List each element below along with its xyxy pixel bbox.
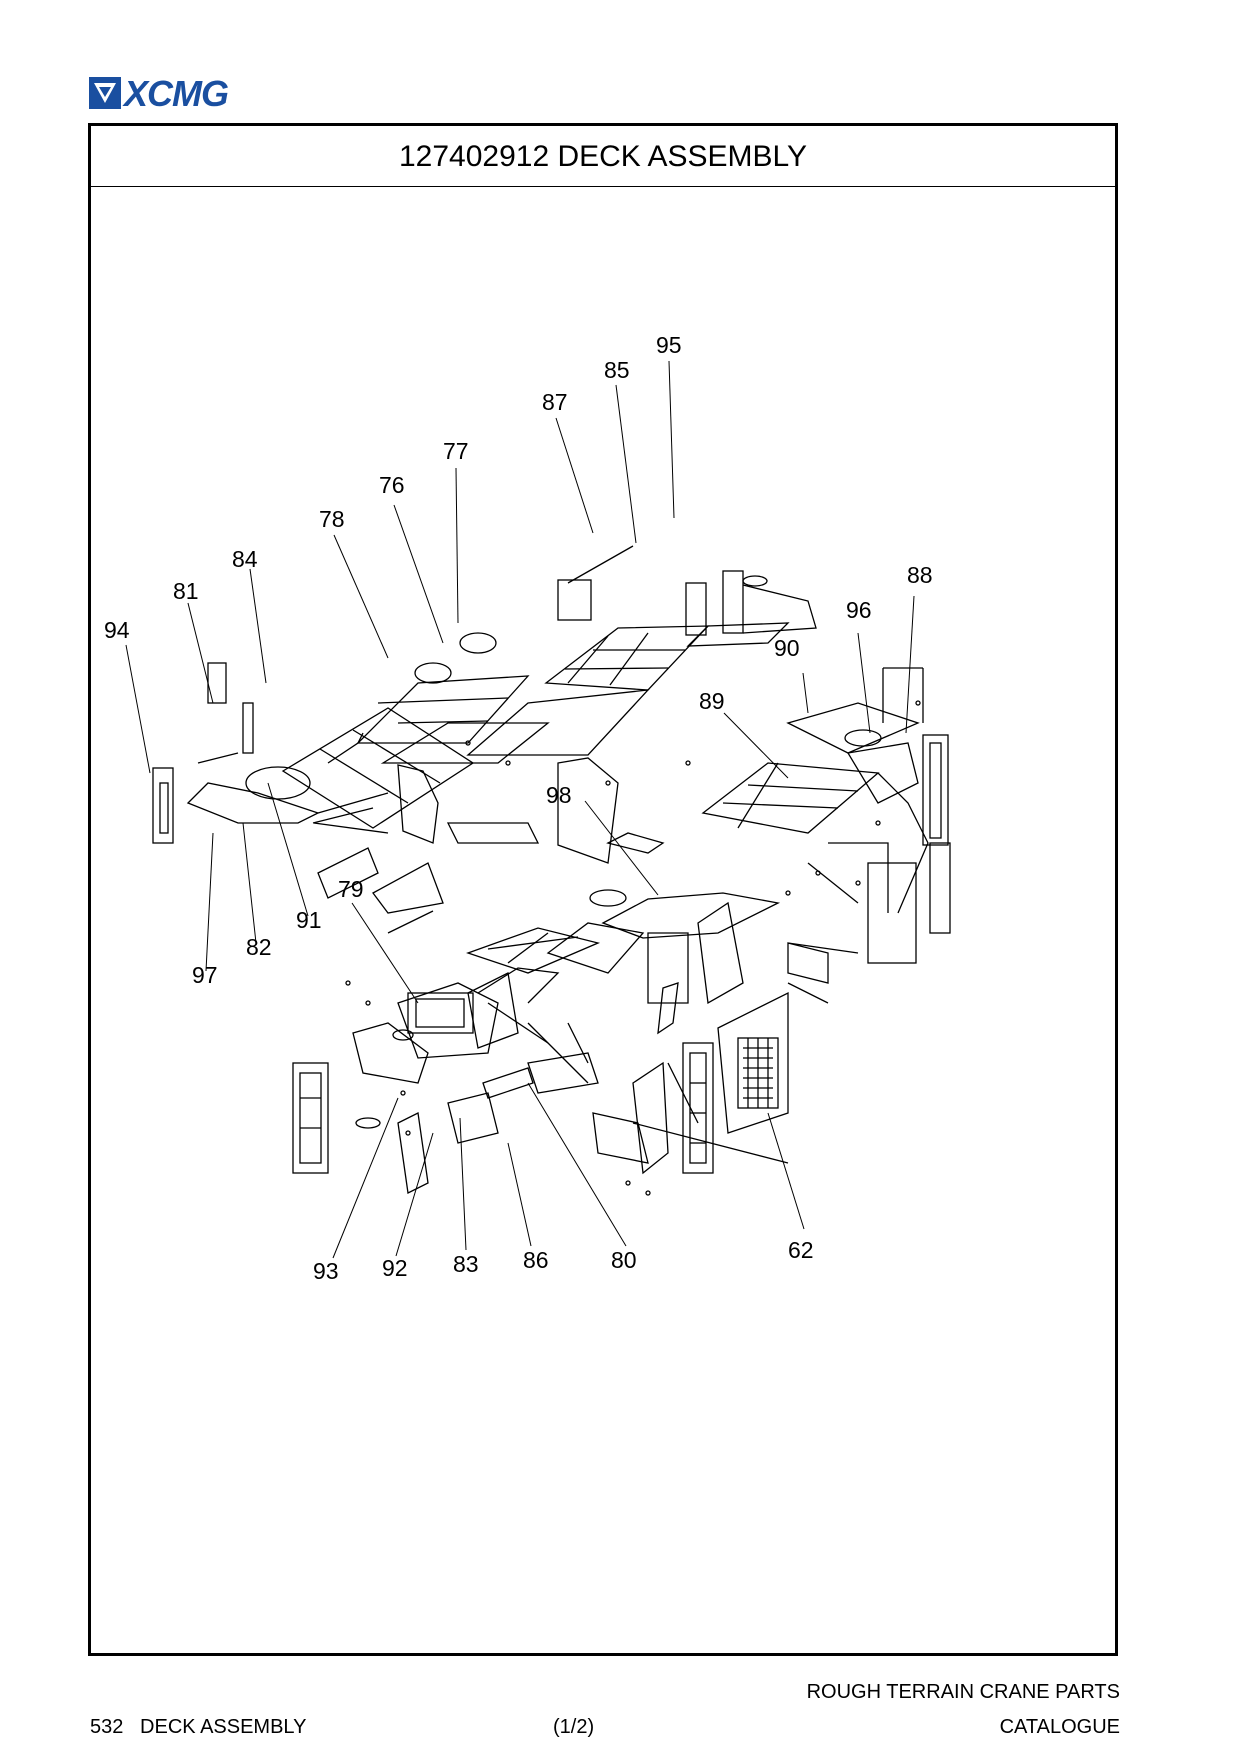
drawing-frame: 127402912 DECK ASSEMBLY xyxy=(88,123,1118,1656)
center-section-part xyxy=(317,822,859,1064)
callout-label: 82 xyxy=(246,934,272,960)
callout-label: 78 xyxy=(319,506,345,532)
callout-label: 86 xyxy=(523,1247,549,1273)
callout-label: 80 xyxy=(611,1247,637,1273)
exploded-parts-diagram: 95 85 87 77 76 78 84 81 94 88 96 90 89 9… xyxy=(104,332,951,1284)
callout-label: 93 xyxy=(313,1258,339,1284)
callout-label: 91 xyxy=(296,907,322,933)
callout-label: 88 xyxy=(907,562,933,588)
callout-label: 79 xyxy=(338,876,364,902)
logo-text: XCMG xyxy=(124,73,229,114)
callout-label: 76 xyxy=(379,472,405,498)
callout-label: 98 xyxy=(546,782,572,808)
callout-label: 81 xyxy=(173,578,199,604)
callout-label: 89 xyxy=(699,688,725,714)
callout-label: 90 xyxy=(774,635,800,661)
catalogue-title-line2: CATALOGUE xyxy=(999,1716,1120,1738)
callout-label: 96 xyxy=(846,597,872,623)
callout-label: 85 xyxy=(604,357,630,383)
left-front-deck-part xyxy=(152,632,550,844)
catalogue-title-line1: ROUGH TERRAIN CRANE PARTS xyxy=(806,1681,1120,1703)
callout-label: 94 xyxy=(104,617,130,643)
page-title: 127402912 DECK ASSEMBLY xyxy=(398,140,808,173)
page-number: 532 xyxy=(90,1716,124,1738)
callout-label: 84 xyxy=(232,546,258,572)
logo-mark-icon xyxy=(89,77,121,109)
callout-label: 83 xyxy=(453,1251,479,1277)
section-name: DECK ASSEMBLY xyxy=(140,1716,307,1738)
right-deck-part xyxy=(701,667,951,964)
footer-page-info: 532 DECK ASSEMBLY xyxy=(90,1716,306,1739)
title-bar: 127402912 DECK ASSEMBLY xyxy=(91,126,1115,187)
callout-labels: 95 85 87 77 76 78 84 81 94 88 96 90 89 9… xyxy=(104,332,933,1284)
xcmg-logo: XCMG xyxy=(88,76,248,112)
leader-lines xyxy=(125,360,915,1259)
callout-label: 77 xyxy=(443,438,469,464)
callout-label: 87 xyxy=(542,389,568,415)
front-lower-part xyxy=(292,967,789,1194)
callout-label: 97 xyxy=(192,962,218,988)
rear-deck-part xyxy=(466,545,817,864)
sheet-indicator: (1/2) xyxy=(553,1716,595,1738)
callout-label: 62 xyxy=(788,1237,814,1263)
callout-label: 95 xyxy=(656,332,682,358)
fasteners-part xyxy=(345,700,921,1196)
callout-label: 92 xyxy=(382,1255,408,1281)
